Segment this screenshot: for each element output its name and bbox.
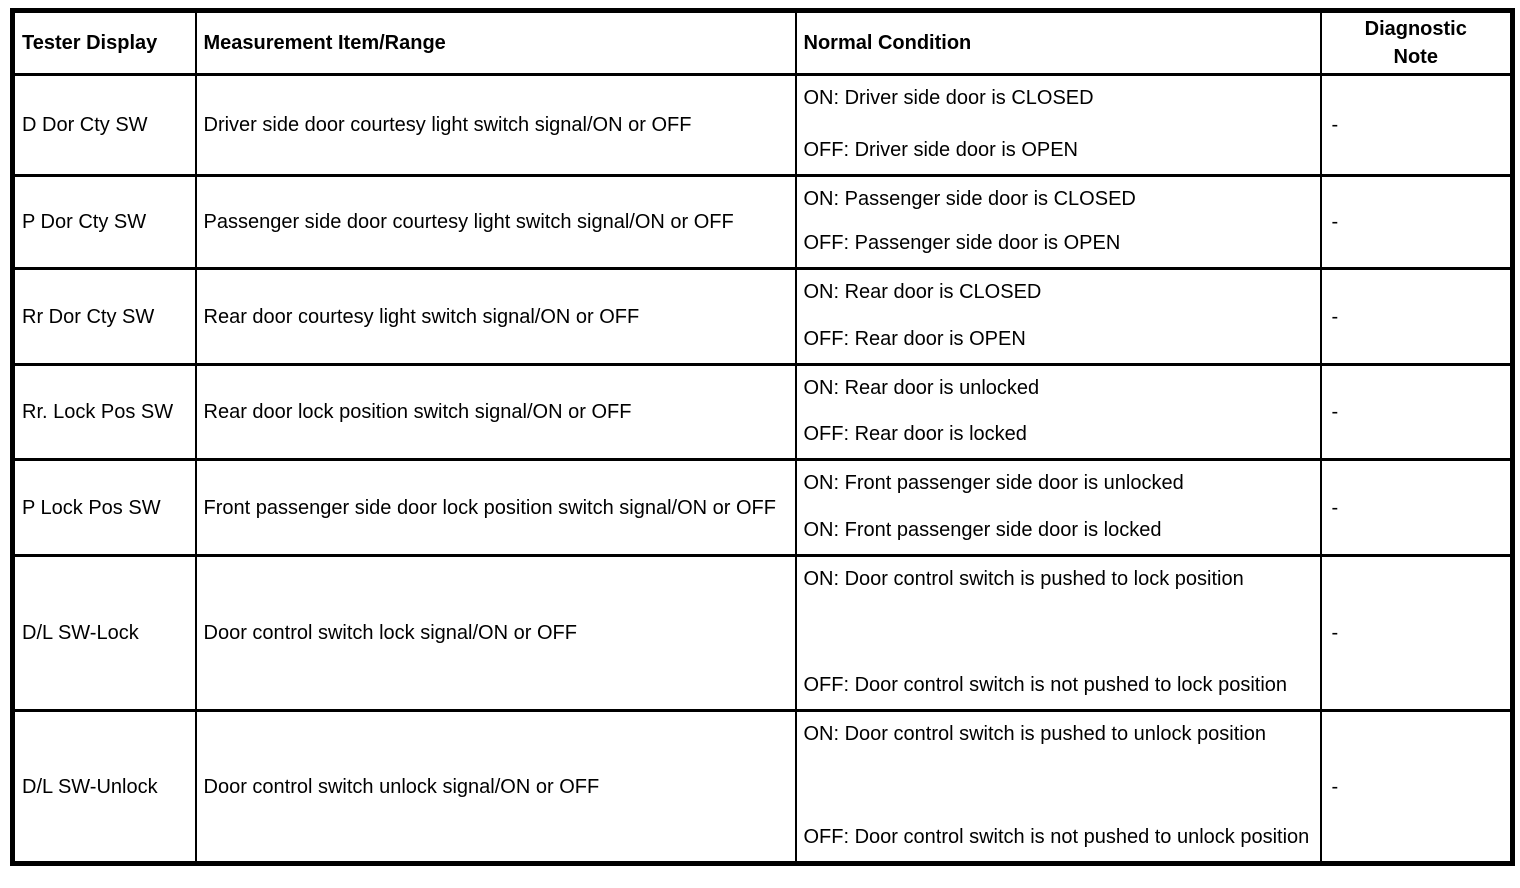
table-body: D Dor Cty SW Driver side door courtesy l… (11, 73, 1514, 865)
normal-condition-cell: ON: Driver side door is CLOSED OFF: Driv… (794, 73, 1322, 177)
tester-display-cell: D Dor Cty SW (11, 73, 197, 177)
condition-off: OFF: Passenger side door is OPEN (803, 232, 1121, 254)
col-header-diagnostic-note: Diagnostic Note (1319, 9, 1514, 76)
normal-condition-cell: ON: Front passenger side door is unlocke… (794, 458, 1322, 557)
diagnostic-note-cell: - (1319, 363, 1514, 461)
condition-off: OFF: Door control switch is not pushed t… (803, 674, 1288, 696)
normal-condition-cell: ON: Door control switch is pushed to loc… (794, 554, 1322, 712)
tester-display-cell: Rr. Lock Pos SW (11, 363, 197, 461)
condition-off: ON: Front passenger side door is locked (803, 519, 1162, 541)
normal-condition-cell: ON: Rear door is CLOSED OFF: Rear door i… (794, 267, 1322, 366)
table-row: P Lock Pos SW Front passenger side door … (11, 458, 1514, 557)
col-header-normal-condition: Normal Condition (794, 9, 1322, 76)
tester-display-cell: P Lock Pos SW (11, 458, 197, 557)
table-row: D/L SW-Unlock Door control switch unlock… (11, 709, 1514, 865)
diagnostic-note-cell: - (1319, 554, 1514, 712)
table-row: D/L SW-Lock Door control switch lock sig… (11, 554, 1514, 712)
measurement-cell: Driver side door courtesy light switch s… (194, 73, 797, 177)
condition-off: OFF: Driver side door is OPEN (803, 139, 1079, 161)
diagnostic-note-cell: - (1319, 73, 1514, 177)
table-row: Rr Dor Cty SW Rear door courtesy light s… (11, 267, 1514, 366)
normal-condition-cell: ON: Door control switch is pushed to unl… (794, 709, 1322, 865)
normal-condition-cell: ON: Rear door is unlocked OFF: Rear door… (794, 363, 1322, 461)
tester-display-cell: P Dor Cty SW (11, 174, 197, 270)
condition-off: OFF: Rear door is OPEN (803, 328, 1026, 350)
diagnostic-note-cell: - (1319, 458, 1514, 557)
diagnostic-data-table: Tester Display Measurement Item/Range No… (10, 8, 1515, 866)
measurement-cell: Rear door courtesy light switch signal/O… (194, 267, 797, 366)
table-row: P Dor Cty SW Passenger side door courtes… (11, 174, 1514, 270)
condition-off: OFF: Rear door is locked (803, 423, 1027, 445)
condition-on: ON: Door control switch is pushed to loc… (803, 568, 1244, 590)
normal-condition-cell: ON: Passenger side door is CLOSED OFF: P… (794, 174, 1322, 270)
measurement-cell: Door control switch lock signal/ON or OF… (194, 554, 797, 712)
table-row: D Dor Cty SW Driver side door courtesy l… (11, 73, 1514, 177)
diagnostic-note-cell: - (1319, 709, 1514, 865)
condition-off: OFF: Door control switch is not pushed t… (803, 826, 1310, 848)
table-row: Rr. Lock Pos SW Rear door lock position … (11, 363, 1514, 461)
measurement-cell: Door control switch unlock signal/ON or … (194, 709, 797, 865)
condition-on: ON: Door control switch is pushed to unl… (803, 723, 1266, 745)
condition-on: ON: Rear door is unlocked (803, 377, 1040, 399)
tester-display-cell: D/L SW-Lock (11, 554, 197, 712)
measurement-cell: Passenger side door courtesy light switc… (194, 174, 797, 270)
col-header-measurement-item-range: Measurement Item/Range (194, 9, 797, 76)
table-header: Tester Display Measurement Item/Range No… (11, 9, 1514, 76)
col-header-tester-display: Tester Display (11, 9, 197, 76)
condition-on: ON: Driver side door is CLOSED (803, 87, 1094, 109)
condition-on: ON: Rear door is CLOSED (803, 281, 1042, 303)
measurement-cell: Rear door lock position switch signal/ON… (194, 363, 797, 461)
diagnostic-note-header-label: Diagnostic Note (1364, 18, 1467, 68)
diagnostic-note-cell: - (1319, 267, 1514, 366)
tester-display-cell: D/L SW-Unlock (11, 709, 197, 865)
diagnostic-note-cell: - (1319, 174, 1514, 270)
condition-on: ON: Passenger side door is CLOSED (803, 188, 1136, 210)
header-row: Tester Display Measurement Item/Range No… (11, 9, 1514, 76)
condition-on: ON: Front passenger side door is unlocke… (803, 472, 1184, 494)
measurement-cell: Front passenger side door lock position … (194, 458, 797, 557)
tester-display-cell: Rr Dor Cty SW (11, 267, 197, 366)
